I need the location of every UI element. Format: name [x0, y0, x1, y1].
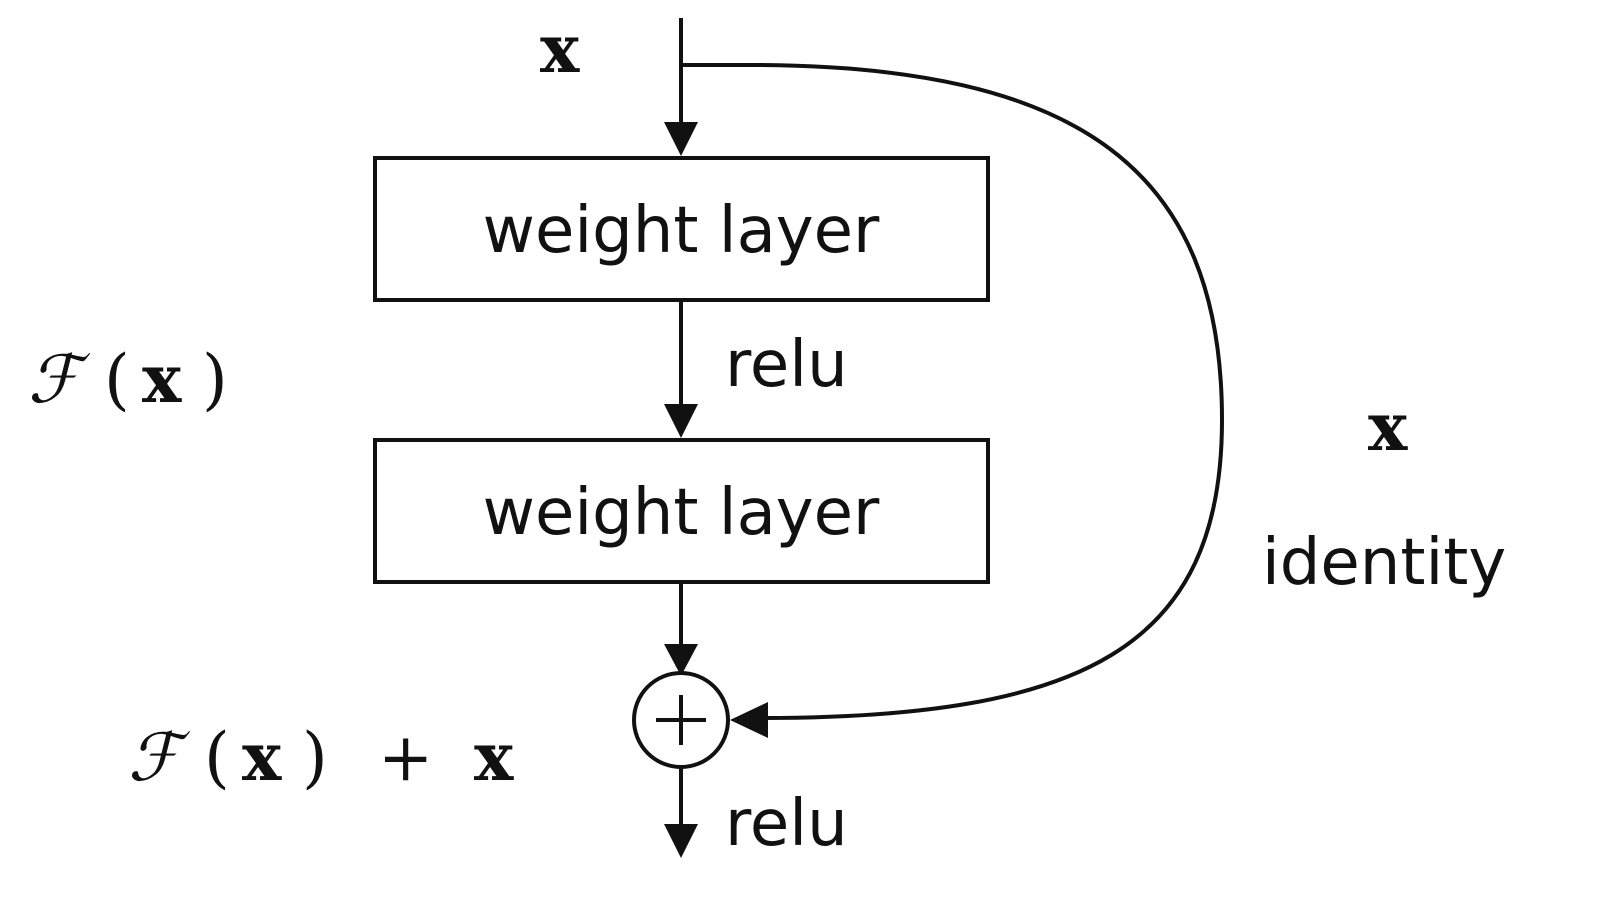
weight-layer-box-1: weight layer: [373, 156, 990, 302]
svg-text:): ): [302, 719, 328, 796]
svg-text:): ): [202, 341, 228, 418]
svg-text:x: x: [474, 718, 514, 796]
svg-text:(: (: [104, 341, 130, 418]
svg-text:+: +: [378, 719, 433, 796]
svg-text:ℱ: ℱ: [128, 719, 191, 796]
relu-mid-label: relu: [725, 328, 848, 402]
pre-add-arrowhead: [664, 644, 698, 676]
svg-text:ℱ: ℱ: [28, 341, 91, 418]
identity-x-label: x: [1368, 388, 1408, 466]
svg-text:(: (: [204, 719, 230, 796]
mid-arrowhead: [664, 404, 698, 438]
weight-layer-2-label: weight layer: [483, 476, 880, 550]
sum-output-label: ℱ ( x ) + x: [128, 718, 514, 796]
weight-layer-box-2: weight layer: [373, 438, 990, 584]
weight-layer-1-label: weight layer: [483, 194, 880, 268]
identity-label: identity: [1262, 526, 1506, 600]
svg-text:x: x: [242, 718, 282, 796]
relu-out-label: relu: [725, 787, 848, 861]
input-arrowhead: [664, 122, 698, 156]
svg-text:x: x: [142, 340, 182, 418]
identity-shortcut-path: [681, 63, 1225, 720]
input-x-label: x: [540, 10, 580, 88]
adder-node: [632, 671, 730, 769]
residual-function-label: ℱ ( x ): [28, 340, 228, 418]
identity-arrowhead: [730, 702, 768, 738]
output-arrowhead: [664, 824, 698, 858]
